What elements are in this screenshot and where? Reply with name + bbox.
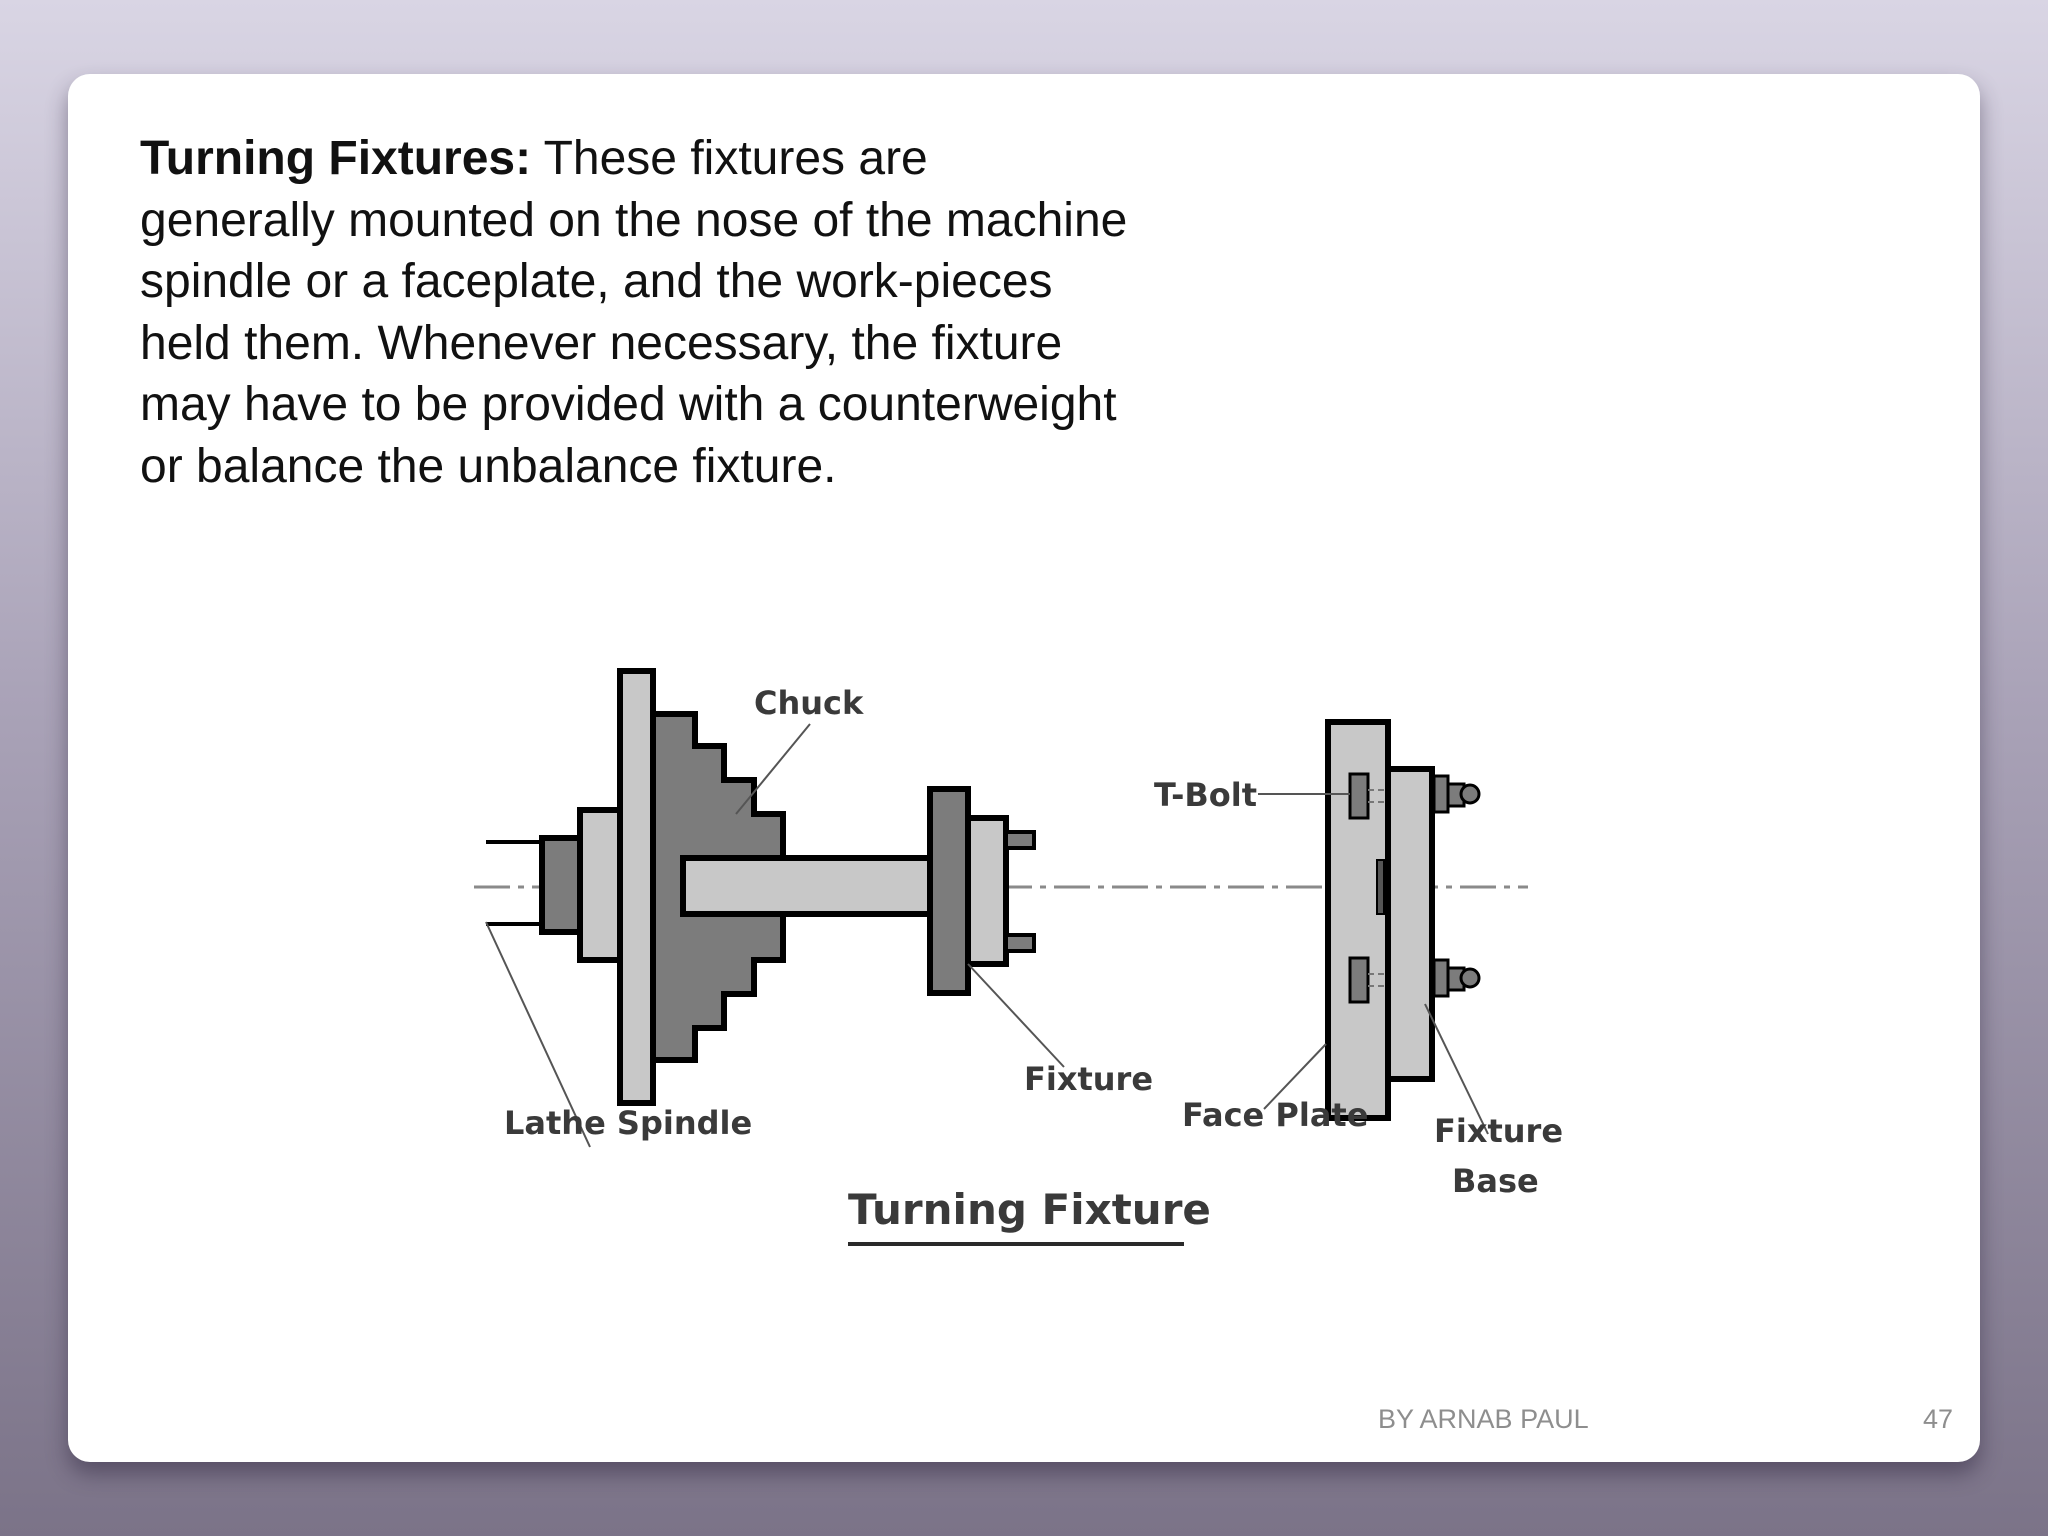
lathe-spindle-label: Lathe Spindle [504,1104,752,1142]
face-plate-leader-line [1263,1043,1327,1110]
fixture-leader-line [967,963,1065,1068]
turning-fixture-diagram: Chuck T-Bolt Fixture Face Plate Lathe Sp… [474,668,1563,1246]
lathe-spindle-leader-line [485,921,591,1148]
slide-body-text: Turning Fixtures: These fixtures are gen… [140,128,1130,497]
face-plate-label: Face Plate [1182,1096,1368,1134]
workpiece-shaft [680,855,933,917]
chuck-flange [617,668,656,1106]
slide-description: These fixtures are generally mounted on … [140,132,1128,493]
fixture-base [1385,766,1435,1082]
fixture-label: Fixture [1024,1060,1153,1098]
page-number: 47 [1922,1404,1953,1434]
fixture [927,786,1036,996]
fixture-base-label-line1: Fixture [1434,1112,1563,1150]
lathe-spindle [486,807,623,963]
diagram-title: Turning Fixture [848,1185,1211,1234]
t-bolt-label: T-Bolt [1154,776,1257,814]
chuck-label: Chuck [754,684,864,722]
t-bolt-upper [1432,774,1481,814]
footer-author: BY ARNAB PAUL [1378,1404,1589,1434]
slide-heading: Turning Fixtures: [140,132,532,185]
slide: Turning Fixtures: These fixtures are gen… [68,74,1980,1462]
fixture-base-label-line2: Base [1452,1162,1539,1200]
chuck-leader-line [735,723,811,815]
t-bolt-lower [1432,958,1481,998]
fixture-base-leader-line [1424,1003,1489,1135]
